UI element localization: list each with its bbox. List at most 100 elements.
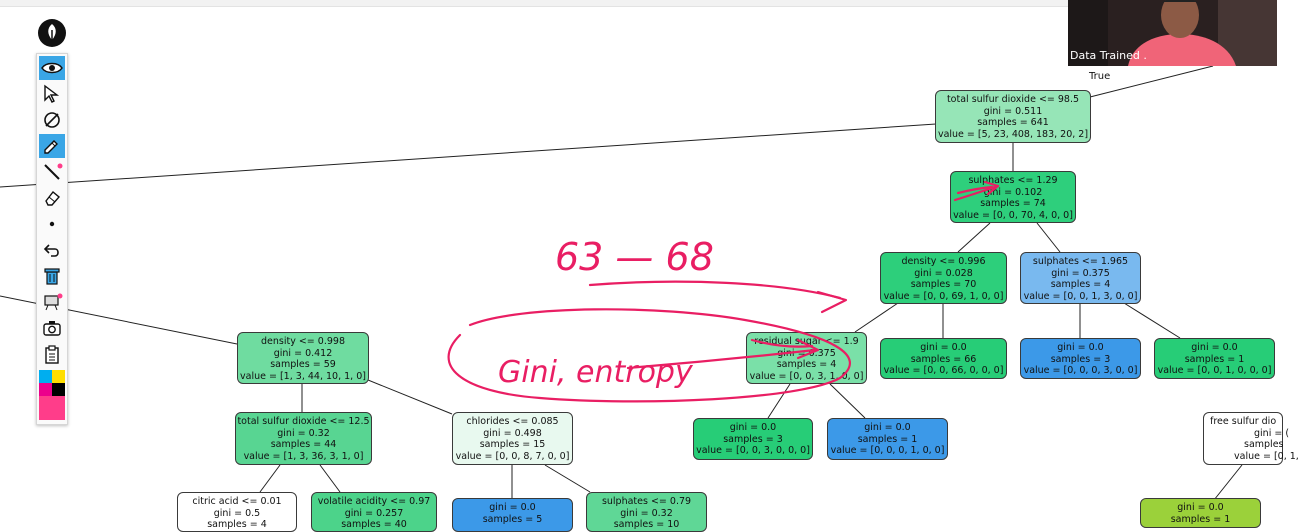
node-value-text: value = [0, 0, 69, 1, 0, 0] [883,290,1004,302]
tree-node-sulphates-2: sulphates <= 1.965 gini = 0.375 samples … [1020,252,1141,304]
node-samples-text: samples = 59 [270,359,336,370]
node-samples-text: samples = 1 [1170,513,1231,525]
node-gini-text: gini = 0.412 [273,347,333,359]
node-samples-text: samples = 1 [1184,353,1245,365]
node-split-text: density <= 0.996 [901,256,986,267]
node-split-text: free sulfur dio [1210,416,1277,427]
node-samples-text: samples = 4 [1050,279,1111,290]
color-swatch-black[interactable] [52,383,65,396]
tree-node-volatile-acidity: volatile acidity <= 0.97 gini = 0.257 sa… [311,492,437,532]
node-gini-text: gini = 0.0 [489,502,536,513]
eye-icon[interactable] [39,56,65,80]
node-gini-text: gini = 0.257 [344,507,404,519]
node-value-text: value = [0, 0, 8, 7, 0, 0] [455,450,570,462]
node-gini-text: gini = 0.511 [983,105,1043,117]
tree-node-density-2: density <= 0.996 gini = 0.028 samples = … [880,252,1007,304]
undo-icon[interactable] [39,238,65,262]
app-logo[interactable] [37,18,67,48]
color-swatch-cyan[interactable] [39,370,52,383]
tree-node-residual-sugar: residual sugar <= 1.9 gini = 0.375 sampl… [746,332,867,384]
tree-leaf-green-1: gini = 0.0 samples = 1 value = [0, 0, 1,… [1154,338,1275,379]
tree-node-citric-acid: citric acid <= 0.01 gini = 0.5 samples =… [177,492,297,532]
node-gini-text: gini = 0.375 [1051,267,1110,279]
color-swatch-magenta[interactable] [39,383,52,396]
node-value-text: value = [0, 0, 3, 1, 0, 0] [749,370,864,382]
node-gini-text: gini = 0.0 [1057,342,1104,353]
clipboard-icon[interactable] [39,342,65,366]
node-split-text: sulphates <= 0.79 [601,496,692,507]
edge-label-true: True [1089,71,1111,82]
presenter-name: Data Trained . [1070,49,1147,62]
node-gini-text: gini = 0.375 [777,347,836,359]
node-gini-text: gini = 0.0 [1191,342,1238,353]
node-samples-text: samples = 641 [977,117,1049,128]
node-samples-text: samples = 44 [270,439,337,450]
node-samples-text: samples = 10 [613,519,680,530]
tree-leaf-samples-66: gini = 0.0 samples = 66 value = [0, 0, 6… [880,338,1007,379]
node-split-text: citric acid <= 0.01 [192,496,282,507]
node-samples-text: samples = 74 [980,198,1046,209]
presenter-video [1068,0,1277,66]
node-gini-text: gini = 0.498 [483,427,542,439]
node-gini-text: gini = 0.5 [213,507,261,519]
node-gini-text: gini = 0.0 [729,422,777,433]
node-samples-text: samples = 3 [723,433,783,445]
tree-leaf-samples-5: gini = 0.0 samples = 5 [452,498,573,532]
node-value-text: value = [0, 0, 1, 0, 0, 0] [1157,365,1272,376]
tree-leaf-blue-1: gini = 0.0 samples = 1 value = [0, 0, 0,… [827,418,948,460]
trash-icon[interactable] [39,264,65,288]
ink-numbers: 63 — 68 [555,235,714,279]
node-value-text: value = [0, 0, 3, 0, 0, 0] [696,445,810,456]
node-value-text: value = [5, 23, 408, 183, 20, 2] [937,128,1089,140]
tree-node-sulphates-3: sulphates <= 0.79 gini = 0.32 samples = … [586,492,707,532]
color-swatch-yellow[interactable] [52,370,65,383]
no-pen-icon[interactable] [39,108,65,132]
node-gini-text: gini = 0.32 [620,507,673,519]
current-color-swatch[interactable] [39,396,65,420]
node-samples-text: samples = 3 [1050,353,1111,365]
ink-annotations: 63 — 68 Gini, entropy [447,180,1000,403]
pointer-icon[interactable] [39,82,65,106]
ink-words: Gini, entropy [498,355,694,390]
node-samples-text: samples = 5 [482,513,543,525]
node-gini-text: gini = 0.0 [864,422,911,433]
node-split-text: sulphates <= 1.29 [968,175,1058,186]
dot-icon[interactable] [39,212,65,236]
node-value-text: value = [0, 1, [1234,450,1299,462]
node-value-text: value = [1, 3, 36, 3, 1, 0] [243,450,364,462]
node-samples-text: samples [1244,439,1284,450]
pen-nib-logo-icon [38,19,66,47]
tree-node-density-1: density <= 0.998 gini = 0.412 samples = … [237,332,369,384]
node-split-text: total sulfur dioxide <= 12.5 [237,416,370,427]
tree-node-root: total sulfur dioxide <= 98.5 gini = 0.51… [935,90,1091,143]
node-samples-text: samples = 4 [207,519,267,530]
tree-leaf-blue-3: gini = 0.0 samples = 3 value = [0, 0, 0,… [1020,338,1141,379]
node-value-text: value = [0, 0, 66, 0, 0, 0] [883,365,1004,376]
line-icon[interactable] [39,160,65,184]
node-samples-text: samples = 66 [910,353,977,365]
node-samples-text: samples = 15 [479,439,546,450]
node-samples-text: samples = 70 [910,279,977,290]
node-split-text: sulphates <= 1.965 [1032,256,1129,267]
node-samples-text: samples = 4 [776,359,837,370]
node-split-text: chlorides <= 0.085 [466,416,559,427]
tree-node-sulphates-1: sulphates <= 1.29 gini = 0.102 samples =… [950,171,1076,223]
node-split-text: residual sugar <= 1.9 [754,336,859,347]
eraser-icon[interactable] [39,186,65,210]
tree-node-free-sulfur: free sulfur dio gini = ( samples value =… [1203,412,1299,465]
pen-icon[interactable] [39,134,65,158]
node-value-text: value = [0, 0, 70, 4, 0, 0] [953,209,1073,221]
node-gini-text: gini = 0.0 [1177,502,1224,513]
tree-edges [0,65,1243,501]
tree-node-chlorides: chlorides <= 0.085 gini = 0.498 samples … [452,412,573,465]
camera-icon[interactable] [39,316,65,340]
node-value-text: value = [0, 0, 0, 3, 0, 0] [1023,365,1138,376]
webcam-overlay: Data Trained . [1068,0,1277,66]
node-split-text: density <= 0.998 [261,336,345,347]
drawing-toolbar [36,53,68,425]
node-value-text: value = [0, 0, 0, 1, 0, 0] [830,445,945,456]
color-swatch-grid[interactable] [39,370,65,396]
node-gini-text: gini = 0.32 [277,427,330,439]
whiteboard-icon[interactable] [39,290,65,314]
node-split-text: volatile acidity <= 0.97 [317,496,431,507]
